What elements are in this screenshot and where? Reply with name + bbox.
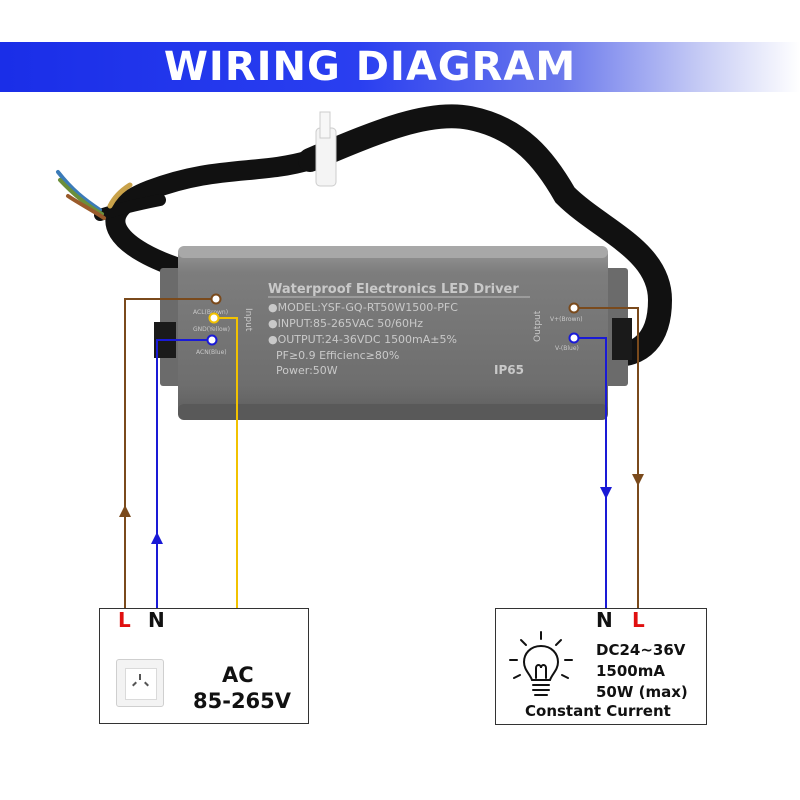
dc-voltage-spec: DC24~36V	[596, 641, 686, 659]
ac-label: AC	[222, 663, 254, 687]
right-cable-gland	[612, 318, 632, 360]
terminal-dots	[206, 293, 580, 346]
dc-power-spec: 50W (max)	[596, 683, 688, 701]
ac-n-label: N	[148, 608, 165, 632]
gnd-terminal	[208, 312, 220, 324]
driver-ip-rating: IP65	[494, 363, 524, 377]
driver-pf-efficiency: PF≥0.9 Efficienc≥80%	[276, 349, 399, 362]
gnd-label: GND(Yellow)	[193, 326, 230, 333]
driver-title: Waterproof Electronics LED Driver	[268, 282, 519, 297]
vplus-label: V+(Brown)	[550, 316, 583, 323]
vplus-terminal	[568, 302, 580, 314]
page-title: WIRING DIAGRAM	[163, 44, 577, 90]
acn-up-arrow	[151, 532, 163, 544]
vminus-down-arrow	[600, 487, 612, 499]
acl-terminal	[210, 293, 222, 305]
power-socket-icon	[116, 659, 164, 707]
ac-l-label: L	[118, 608, 131, 632]
light-bulb-icon	[509, 631, 573, 696]
input-group-label: Input	[243, 308, 253, 332]
vplus-wire	[574, 307, 639, 608]
vminus-terminal	[568, 332, 580, 344]
driver-model: ●MODEL:YSF-GQ-RT50W1500-PFC	[268, 301, 458, 314]
output-group-label: Output	[533, 310, 543, 342]
constant-current-label: Constant Current	[525, 702, 671, 720]
vminus-wire	[574, 337, 607, 608]
driver-power: Power:50W	[276, 364, 338, 377]
dc-current-spec: 1500mA	[596, 662, 665, 680]
acn-wire	[156, 339, 212, 610]
acn-terminal	[206, 334, 218, 346]
acl-up-arrow	[119, 505, 131, 517]
dc-n-label: N	[596, 608, 613, 632]
acn-label: ACN(Blue)	[196, 349, 227, 356]
vminus-label: V-(Blue)	[555, 345, 579, 352]
led-driver-case	[178, 246, 608, 420]
acl-label: ACL(Brown)	[193, 309, 228, 316]
driver-output-spec: ●OUTPUT:24-36VDC 1500mA±5%	[268, 333, 457, 346]
driver-input-spec: ●INPUT:85-265VAC 50/60Hz	[268, 317, 423, 330]
zip-tie	[315, 111, 337, 187]
vplus-down-arrow	[632, 474, 644, 486]
dc-output-box	[495, 608, 707, 725]
title-banner	[0, 42, 800, 92]
gnd-wire	[214, 317, 238, 612]
loose-wire-ends	[56, 170, 133, 220]
dc-l-label: L	[632, 608, 645, 632]
ac-voltage-range: 85-265V	[193, 689, 292, 713]
